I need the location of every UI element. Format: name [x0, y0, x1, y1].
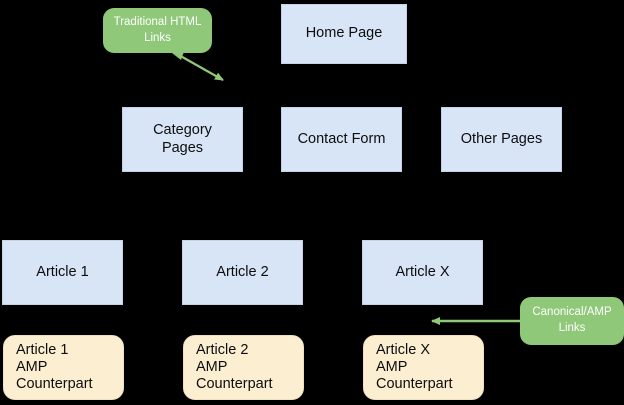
node-category-pages[interactable]: Category Pages [122, 107, 243, 172]
node-article-x[interactable]: Article X [362, 240, 483, 305]
node-article-x-amp-counterpart[interactable]: Article X AMP Counterpart [363, 335, 484, 400]
callout-traditional-html-links[interactable]: Traditional HTML Links [103, 8, 212, 53]
callout-canonical-amp-links[interactable]: Canonical/AMP Links [520, 297, 624, 345]
node-home-page[interactable]: Home Page [281, 4, 407, 64]
node-contact-form[interactable]: Contact Form [281, 107, 402, 172]
edge-html-links [176, 53, 224, 81]
node-article-2[interactable]: Article 2 [182, 240, 303, 305]
node-article-2-amp-counterpart[interactable]: Article 2 AMP Counterpart [183, 335, 304, 400]
node-other-pages[interactable]: Other Pages [441, 107, 562, 172]
node-article-1-amp-counterpart[interactable]: Article 1 AMP Counterpart [3, 335, 124, 400]
node-article-1[interactable]: Article 1 [2, 240, 123, 305]
